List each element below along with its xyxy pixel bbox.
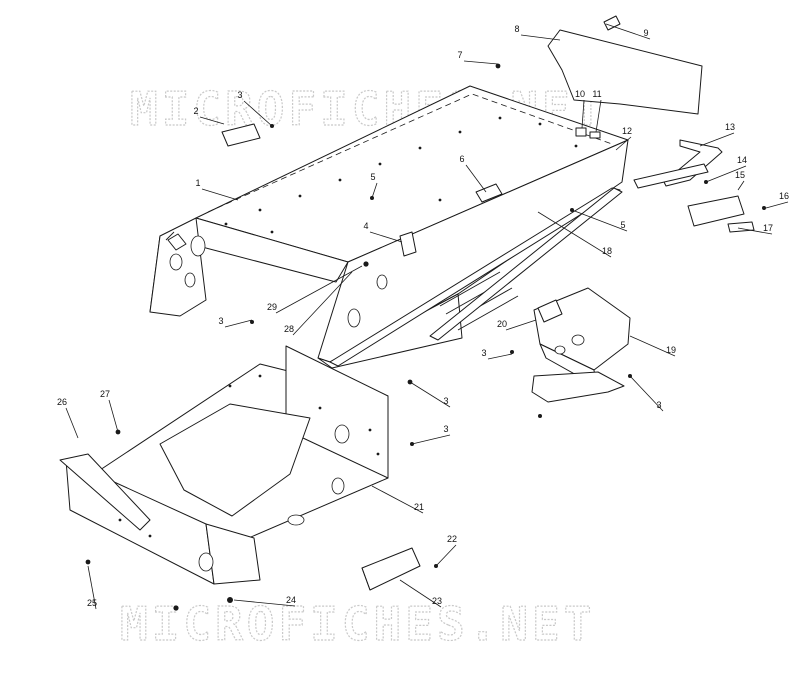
leader-line <box>371 182 378 199</box>
leader-line <box>571 209 628 232</box>
leader-line <box>487 353 513 360</box>
leader-line <box>411 434 451 445</box>
callout-label: 5 <box>620 220 625 230</box>
callout-label: 18 <box>602 246 612 256</box>
callout-label: 11 <box>592 89 601 99</box>
leader-line <box>629 335 676 357</box>
snow-flap-8 <box>547 29 703 115</box>
tunnel-tube <box>167 233 187 251</box>
callout-label: 3 <box>237 90 242 100</box>
light-15 <box>687 195 745 227</box>
leader-line <box>615 136 632 151</box>
callout-label: 21 <box>414 502 424 512</box>
callout-label: 25 <box>87 598 97 608</box>
callout-label: 13 <box>725 122 735 132</box>
callout-label: 10 <box>575 89 585 99</box>
leader-line <box>737 180 745 191</box>
leader-line <box>463 60 499 65</box>
leader-line <box>243 100 273 127</box>
frame-saddle <box>159 403 311 517</box>
bar-14 <box>633 163 709 189</box>
clip-11 <box>589 131 601 139</box>
leader-line <box>399 579 442 608</box>
lower-frame <box>59 345 389 585</box>
callout-label: 19 <box>666 345 676 355</box>
callout-label: 9 <box>643 28 648 38</box>
callout-label: 6 <box>459 154 464 164</box>
callout-label: 24 <box>286 595 296 605</box>
callout-label: 8 <box>514 24 519 34</box>
bracket-lower <box>531 371 625 403</box>
frame-rivets <box>118 374 380 538</box>
bracket-19 <box>533 287 631 387</box>
callout-label: 27 <box>100 389 110 399</box>
frame-right-wall <box>285 345 389 479</box>
leader-line <box>409 381 451 408</box>
leader-line <box>201 188 239 201</box>
leader-line <box>371 485 424 514</box>
callout-label: 14 <box>737 155 747 165</box>
leader-line <box>629 375 664 412</box>
leader-line <box>595 99 602 133</box>
leader-line <box>605 23 651 40</box>
leader-line <box>65 407 79 439</box>
callout-label: 3 <box>443 396 448 406</box>
callout-label: 7 <box>457 50 462 60</box>
tunnel-assembly <box>149 85 629 369</box>
callout-label: 15 <box>735 170 745 180</box>
callout-label: 4 <box>363 221 368 231</box>
leader-line <box>465 164 487 193</box>
leader-line <box>224 319 253 328</box>
clip-4 <box>399 231 417 257</box>
callout-label: 3 <box>656 400 661 410</box>
callout-label: 29 <box>267 302 277 312</box>
leader-line <box>705 165 747 183</box>
leader-line <box>233 599 296 607</box>
brace-26 <box>59 453 151 531</box>
plate-2 <box>221 123 261 147</box>
callout-label: 23 <box>432 596 442 606</box>
callout-label: 2 <box>193 106 198 116</box>
callout-label: 28 <box>284 324 294 334</box>
leader-line <box>537 211 612 258</box>
deck-rivets <box>224 116 578 234</box>
bushing-20 <box>537 299 563 323</box>
callout-label: 17 <box>763 223 773 233</box>
callout-label: 5 <box>370 172 375 182</box>
callout-label: 12 <box>622 126 632 136</box>
angle-23 <box>361 547 421 591</box>
leader-line <box>765 201 789 209</box>
leader-line <box>737 227 773 235</box>
leader-line <box>199 116 225 125</box>
callout-label: 20 <box>497 319 507 329</box>
rail-rod <box>429 187 623 341</box>
leader-line <box>87 565 97 610</box>
callout-label: 16 <box>779 191 789 201</box>
leader-line <box>369 231 403 243</box>
leader-line <box>435 544 457 567</box>
leader-line <box>699 132 735 147</box>
clip-10 <box>575 127 587 137</box>
leader-line <box>108 399 119 433</box>
leader-line <box>505 319 537 331</box>
callout-label: 22 <box>447 534 457 544</box>
leader-lines <box>65 23 789 610</box>
callout-label: 3 <box>218 316 223 326</box>
callout-label: 26 <box>57 397 67 407</box>
leader-line <box>520 34 561 41</box>
callout-label: 1 <box>195 178 200 188</box>
watermark-bottom: MICROFICHES.NET <box>120 597 595 651</box>
leader-line <box>292 271 353 336</box>
leader-line <box>581 99 585 129</box>
callout-label: 3 <box>443 424 448 434</box>
clip-9 <box>603 15 621 31</box>
side-rail <box>329 187 621 367</box>
leader-line <box>275 265 363 314</box>
callout-label: 3 <box>481 348 486 358</box>
bracket-6 <box>475 183 503 203</box>
